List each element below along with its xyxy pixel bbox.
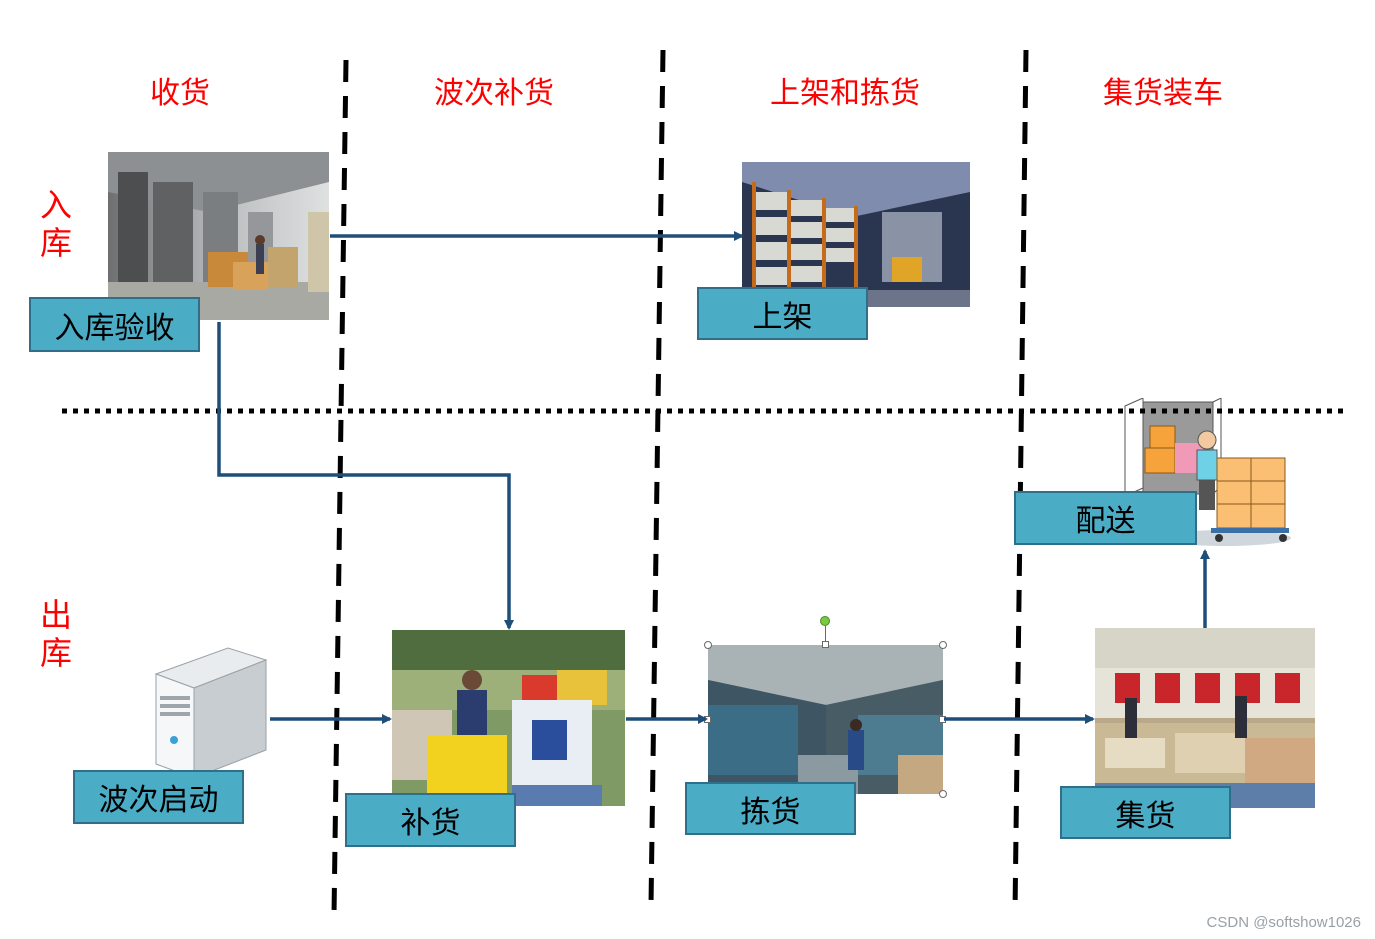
box-delivery[interactable]: 配送	[1014, 491, 1197, 545]
row-title-inbound-text: 入库	[39, 186, 72, 262]
box-wave-start[interactable]: 波次启动	[73, 770, 244, 824]
selection-handle[interactable]	[704, 641, 712, 649]
column-separator-2	[648, 49, 666, 906]
column-separator-3	[1012, 49, 1029, 913]
column-title-wave-replenishment: 波次补货	[434, 76, 554, 111]
box-shelving[interactable]: 上架	[697, 287, 868, 340]
consolidation-photo	[1095, 628, 1315, 808]
row-title-outbound-text: 出库	[39, 596, 72, 672]
box-picking[interactable]: 拣货	[685, 782, 856, 835]
row-title-outbound: 出库	[36, 596, 76, 672]
selection-handle[interactable]	[939, 790, 947, 798]
replenishment-photo	[392, 630, 625, 806]
picking-photo	[708, 645, 943, 794]
selection-handle[interactable]	[939, 641, 947, 649]
column-title-receiving: 收货	[150, 76, 210, 111]
box-replenish[interactable]: 补货	[345, 793, 516, 847]
box-inbound-check[interactable]: 入库验收	[29, 297, 200, 352]
shelving-rack-photo	[742, 162, 970, 307]
watermark: CSDN @softshow1026	[1206, 914, 1361, 931]
rotation-handle[interactable]	[820, 616, 830, 626]
column-separator-1	[331, 59, 349, 916]
box-consolidate[interactable]: 集货	[1060, 786, 1231, 839]
column-title-shelving-picking: 上架和拣货	[770, 76, 920, 111]
rotation-handle-stem	[825, 626, 826, 642]
row-title-inbound: 入库	[36, 186, 76, 262]
server-icon	[152, 640, 270, 780]
arrow-inbound-to-replenish	[217, 322, 514, 630]
column-title-consolidation-loading: 集货装车	[1103, 76, 1223, 111]
